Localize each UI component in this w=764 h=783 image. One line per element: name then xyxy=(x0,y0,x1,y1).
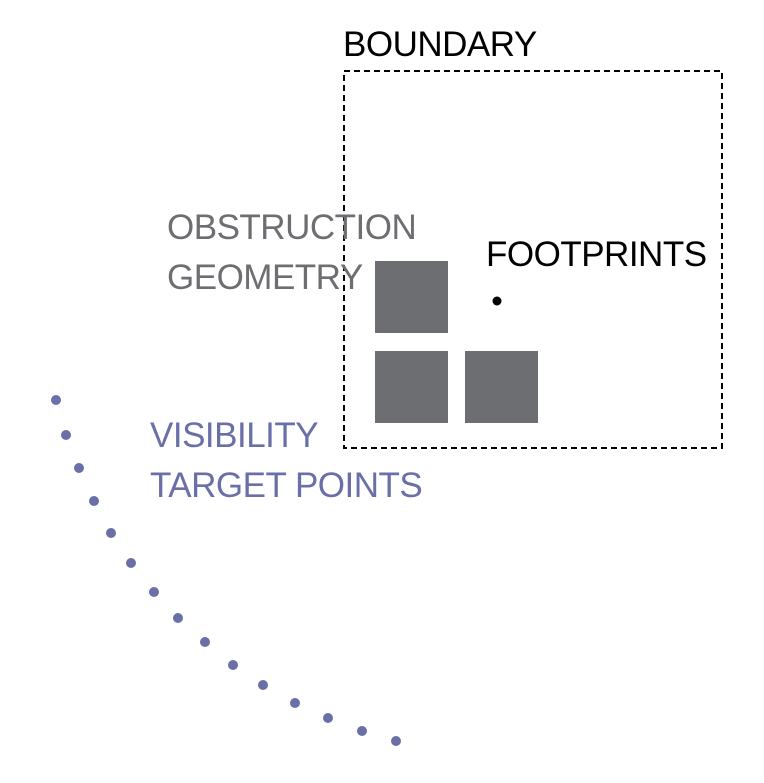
visibility-target-point xyxy=(290,698,300,708)
visibility-target-points-group xyxy=(51,395,401,746)
visibility-target-point xyxy=(200,637,210,647)
obstruction-block xyxy=(375,261,448,333)
boundary-label: BOUNDARY xyxy=(343,25,537,64)
visibility-label-line2: TARGET POINTS xyxy=(150,466,423,505)
obstruction-block xyxy=(465,351,538,423)
visibility-target-point xyxy=(357,726,367,736)
visibility-target-point xyxy=(126,558,136,568)
footprint-point xyxy=(492,296,502,306)
visibility-target-point xyxy=(391,736,401,746)
visibility-target-point xyxy=(51,395,61,405)
visibility-target-point xyxy=(61,430,71,440)
visibility-target-point xyxy=(258,680,268,690)
obstruction-block xyxy=(375,351,448,423)
obstruction-label-line2: GEOMETRY xyxy=(167,258,363,297)
obstruction-label-line1: OBSTRUCTION xyxy=(167,208,417,247)
visibility-target-point xyxy=(89,496,99,506)
visibility-target-point xyxy=(74,463,84,473)
visibility-target-point xyxy=(323,713,333,723)
footprints-label: FOOTPRINTS xyxy=(486,235,707,274)
obstruction-geometry-group xyxy=(375,261,538,423)
visibility-target-point xyxy=(173,613,183,623)
boundary-rectangle xyxy=(343,70,723,449)
visibility-target-point xyxy=(228,660,238,670)
visibility-target-point xyxy=(149,587,159,597)
visibility-label-line1: VISIBILITY xyxy=(150,416,319,455)
visibility-target-point xyxy=(106,528,116,538)
